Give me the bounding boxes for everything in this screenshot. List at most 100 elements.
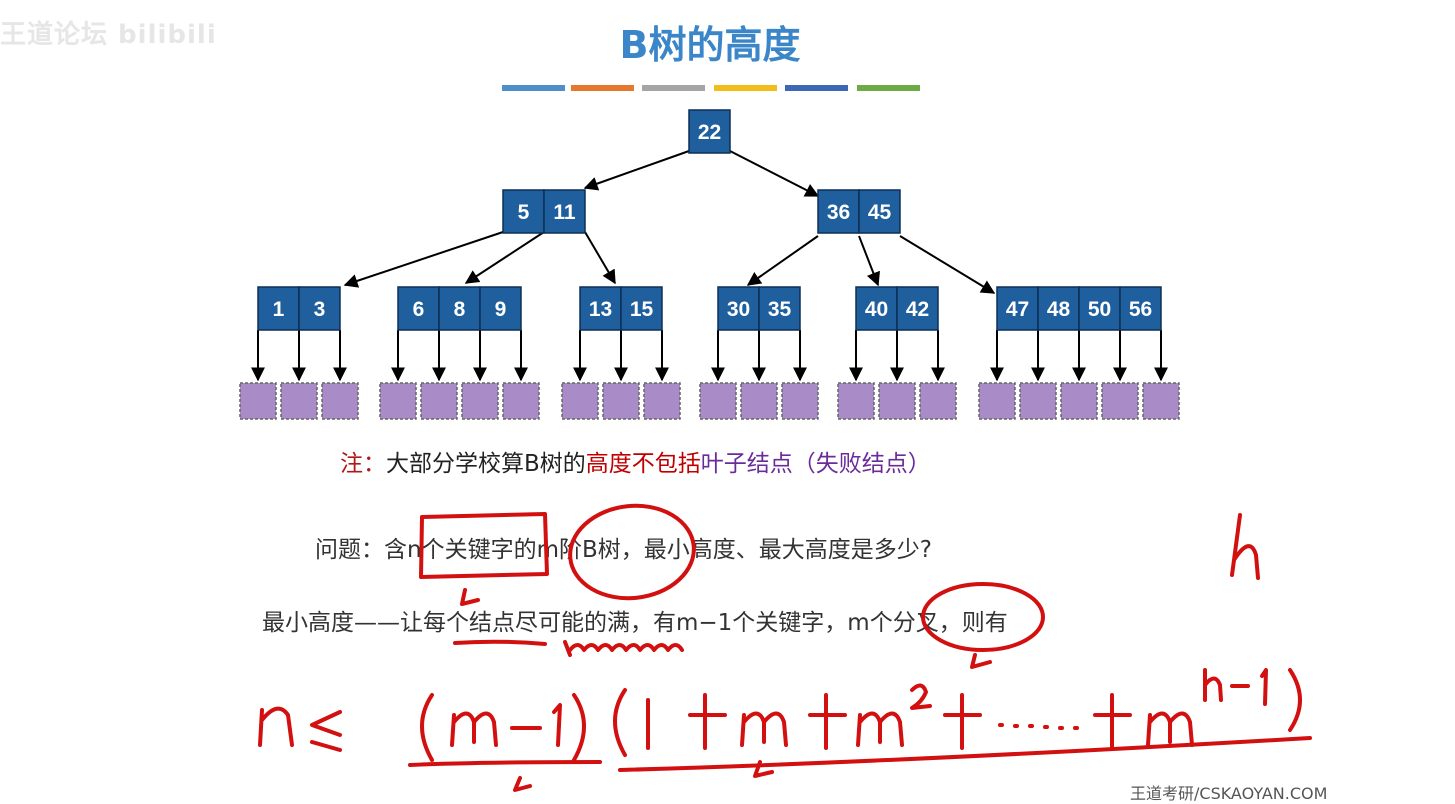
key-cell <box>858 189 901 234</box>
key-label: 13 <box>589 298 612 321</box>
box-n-keywords <box>419 512 549 579</box>
key-cell <box>479 286 522 331</box>
tick-mark <box>970 653 992 669</box>
watermark: 王道论坛 bilibili <box>0 20 217 50</box>
note-text: 注：大部分学校算B树的高度不包括叶子结点（失败结点） <box>340 444 931 478</box>
key-label: 40 <box>865 298 888 321</box>
failure-leaf-node <box>502 382 540 420</box>
tick-mark <box>460 588 480 606</box>
key-cell <box>817 189 860 234</box>
tree-edge-arrow <box>858 235 880 287</box>
tree-edge-arrow <box>584 231 616 285</box>
key-label: 48 <box>1047 298 1071 321</box>
failure-leaf-node <box>878 382 916 420</box>
page-title: B树的高度 <box>619 23 801 67</box>
note-prefix: 注： <box>340 451 386 477</box>
failure-leaf-node <box>1019 382 1057 420</box>
key-label: 8 <box>454 298 466 321</box>
title-color-bar <box>502 85 565 91</box>
footer-watermark: 王道考研/CSKAOYAN.COM <box>1130 784 1328 803</box>
failure-leaf-node <box>602 382 640 420</box>
key-cell <box>896 286 939 331</box>
key-cell <box>502 189 545 234</box>
failure-leaf-node <box>280 382 318 420</box>
failure-leaf-node <box>740 382 778 420</box>
key-label: 50 <box>1088 298 1111 321</box>
key-label: 5 <box>518 201 530 224</box>
tree-edge-arrow <box>464 231 545 284</box>
failure-leaf-node <box>1101 382 1139 420</box>
leaf-level-node: 30 35 <box>717 286 801 331</box>
failure-leaf-node <box>643 382 681 420</box>
failure-leaf-node <box>919 382 957 420</box>
failure-leaf-node <box>781 382 819 420</box>
key-cell <box>397 286 440 331</box>
key-label: 1 <box>273 298 285 321</box>
title-underline <box>502 85 920 91</box>
tree-edge-arrow <box>899 235 996 294</box>
key-label: 35 <box>768 298 792 321</box>
title-color-bar <box>642 85 705 91</box>
squiggle-full <box>563 640 684 657</box>
question-text: 问题：含n个关键字的m阶B树，最小高度、最大高度是多少? <box>315 537 932 563</box>
key-label: 9 <box>495 298 507 321</box>
key-cell <box>688 109 731 154</box>
min-height-text: 最小高度——让每个结点尽可能的满，有m−1个关键字，m个分叉，则有 <box>262 610 1008 636</box>
key-label: 30 <box>727 298 750 321</box>
tree-edge-arrow <box>746 235 819 286</box>
root-node: 22 <box>688 109 731 154</box>
key-label: 47 <box>1006 298 1029 321</box>
failure-leaf-node <box>1060 382 1098 420</box>
leaf-level-node: 13 15 <box>579 286 663 331</box>
circle-m-order <box>568 503 696 601</box>
title-color-bar <box>857 85 920 91</box>
failure-leaf-node <box>1142 382 1180 420</box>
key-label: 11 <box>553 201 576 224</box>
leaf-level-node: 6 8 9 <box>397 286 522 331</box>
key-label: 45 <box>868 201 892 224</box>
key-cell <box>1078 286 1121 331</box>
title-color-bar <box>571 85 634 91</box>
tree-edge-arrow <box>729 150 820 197</box>
failure-leaf-node <box>978 382 1016 420</box>
key-cell <box>855 286 898 331</box>
title-color-bar <box>785 85 848 91</box>
key-label: 6 <box>413 298 425 321</box>
failure-leaf-node <box>420 382 458 420</box>
circle-m-branches <box>921 582 1045 652</box>
key-label: 3 <box>314 298 326 321</box>
key-label: 36 <box>827 201 850 224</box>
failure-leaf-node <box>561 382 599 420</box>
key-cell <box>543 189 586 234</box>
failure-leaf-node <box>239 382 277 420</box>
key-cell <box>758 286 801 331</box>
handwritten-h <box>1230 513 1260 580</box>
note-purple: 叶子结点（失败结点） <box>700 451 931 477</box>
failure-leaf-node <box>837 382 875 420</box>
key-cell <box>620 286 663 331</box>
failure-leaf-node <box>699 382 737 420</box>
title-color-bar <box>714 85 777 91</box>
key-cell <box>438 286 481 331</box>
key-cell <box>579 286 622 331</box>
key-label: 15 <box>630 298 654 321</box>
failure-leaf-node <box>321 382 359 420</box>
key-cell <box>257 286 300 331</box>
leaf-level-node: 47 48 50 56 <box>996 286 1162 331</box>
key-label: 56 <box>1129 298 1152 321</box>
key-label: 42 <box>906 298 929 321</box>
underline-node <box>453 639 547 646</box>
note-red: 高度不包括 <box>585 451 701 477</box>
key-label: 22 <box>698 121 721 144</box>
internal-node: 36 45 <box>817 189 901 234</box>
tree-edge-arrow <box>583 150 690 191</box>
tree-edge-arrow <box>343 231 504 288</box>
note-plain: 大部分学校算B树的 <box>386 451 586 477</box>
key-cell <box>1119 286 1162 331</box>
key-cell <box>298 286 341 331</box>
leaf-level-node: 40 42 <box>855 286 939 331</box>
failure-leaf-node <box>461 382 499 420</box>
